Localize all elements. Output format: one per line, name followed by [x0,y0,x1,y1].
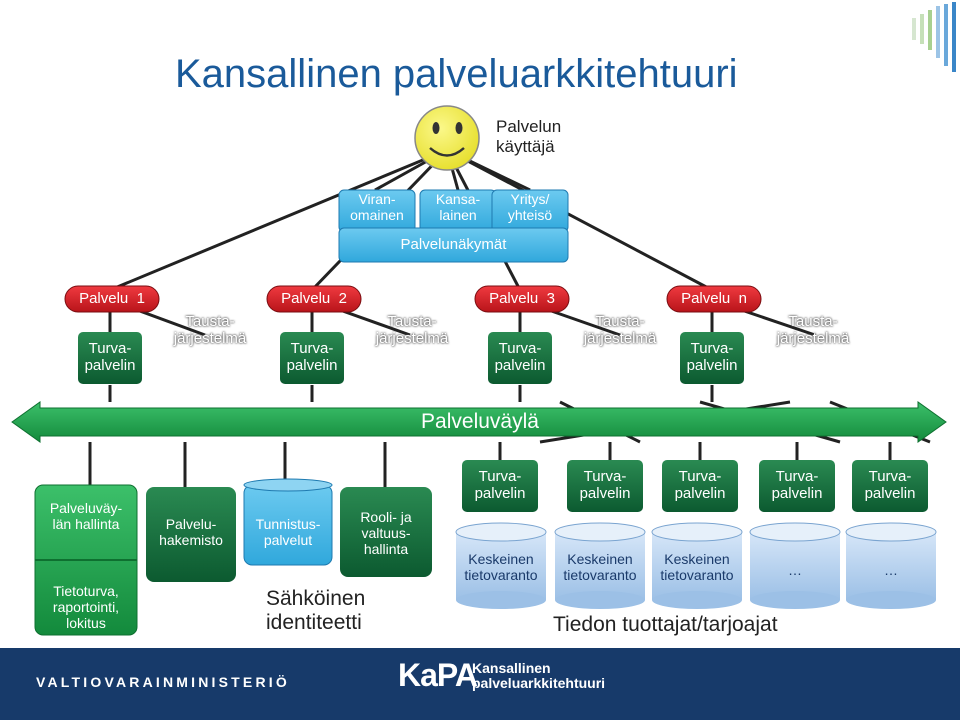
service-2-backend: Tausta- järjestelmä [375,313,449,348]
service-bus-label: Palveluväylä [421,410,539,433]
service-n-gateway: Turva- palvelin [686,340,738,375]
authentication-label: Tunnistus- palvelut [255,516,321,549]
user-smiley-icon [414,105,480,171]
security-logging-label: Tietoturva, raportointi, lokitus [52,583,120,632]
admin-blocks [34,478,432,636]
provider-gateway-label: Turva- palvelin [674,468,726,503]
service-directory-label: Palvelu- hakemisto [159,516,223,549]
page-title: Kansallinen palveluarkkitehtuuri [175,52,738,96]
service-3-backend: Tausta- järjestelmä [583,313,657,348]
service-1-box [64,285,160,313]
bus-admin-label: Palveluväy- län hallinta [49,500,123,533]
service-1-name: Palvelu 1 [79,290,145,307]
service-3-gateway: Turva- palvelin [494,340,546,375]
service-1-gateway: Turva- palvelin [84,340,136,375]
services [64,285,762,384]
providers-caption: Tiedon tuottajat/tarjoajat [553,613,778,636]
service-views [338,189,569,263]
provider-gateway-label: Turva- palvelin [771,468,823,503]
provider-stores [455,522,937,609]
roles-label: Rooli- ja valtuus- hallinta [360,509,412,558]
service-1-backend: Tausta- järjestelmä [173,313,247,348]
service-n-name: Palvelu n [681,290,747,307]
footer-bar [0,648,960,720]
identity-caption: Sähköinen identiteetti [266,587,366,635]
view-label-authority: Viran- omainen [350,191,404,224]
provider-gateway-label: Turva- palvelin [864,468,916,503]
service-3-box [474,285,570,313]
service-2-gateway: Turva- palvelin [286,340,338,375]
view-label-company: Yritys/ yhteisö [507,191,553,224]
store-label: Keskeinen tietovaranto [563,551,637,584]
store-label: … [788,562,802,578]
service-n-box [666,285,762,313]
ministry-label: VALTIOVARAINMINISTERIÖ [36,674,290,690]
store-label: Keskeinen tietovaranto [464,551,538,584]
service-2-box [266,285,362,313]
service-bus-arrow [11,401,947,443]
service-n-backend: Tausta- järjestelmä [776,313,850,348]
store-label: … [884,562,898,578]
service-3-name: Palvelu 3 [489,290,555,307]
view-label-citizen: Kansa- lainen [435,191,481,224]
corner-decoration [912,2,956,72]
user-label: Palvelun käyttäjä [496,117,562,156]
service-2-name: Palvelu 2 [281,290,347,307]
service-view-bar [338,227,569,263]
provider-gateway-label: Turva- palvelin [474,468,526,503]
service-view-label: Palvelunäkymät [400,236,507,253]
store-label: Keskeinen tietovaranto [660,551,734,584]
provider-gateway-label: Turva- palvelin [579,468,631,503]
kapa-logo: KaPA [398,657,478,693]
kapa-logo-subtitle: Kansallinen palveluarkkitehtuuri [472,660,606,692]
provider-gateways [462,460,928,512]
